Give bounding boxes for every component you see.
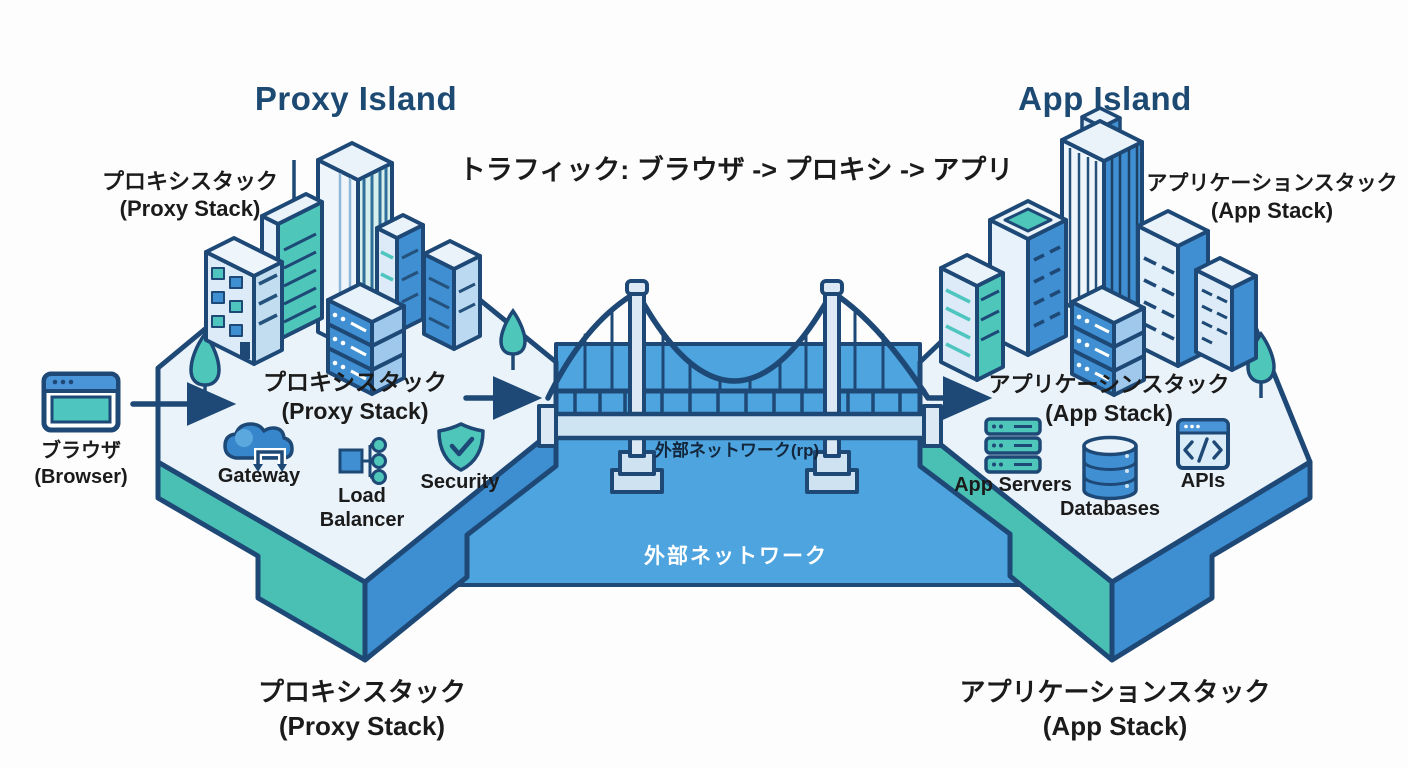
traffic-flow-arrows	[130, 376, 993, 426]
building-icon	[988, 199, 1068, 357]
apis-label: APIs	[1180, 470, 1226, 492]
server-stack-icon	[984, 417, 1042, 474]
proxy-stack-bottom-label: プロキシスタック (Proxy Stack)	[257, 677, 467, 741]
load-balancer-icon	[338, 437, 387, 485]
server-building-icon	[1070, 285, 1146, 397]
browser-label: ブラウザ (Browser)	[34, 440, 128, 488]
building-icon	[1194, 256, 1258, 372]
gateway-label: Gateway	[217, 465, 301, 487]
building-icon	[422, 239, 482, 351]
proxy-island-title: Proxy Island	[254, 80, 458, 117]
bridge-tower-left	[610, 279, 664, 494]
tree-icon	[499, 307, 527, 370]
database-icon	[1082, 435, 1138, 501]
databases-label: Databases	[1059, 498, 1161, 520]
proxy-island-landmass	[155, 297, 559, 663]
building-icon	[939, 253, 1005, 382]
server-building-icon	[326, 282, 406, 396]
app-stack-outer-label: アプリケーションスタック (App Stack)	[1146, 172, 1398, 223]
cloud-gateway-icon	[223, 422, 294, 472]
proxy-stack-buildings	[204, 141, 482, 396]
app-stack-inner-label: アプリケーシンスタック (App Stack)	[988, 372, 1230, 426]
bridge-network-label: 外部ネットワーク(rp)	[654, 441, 820, 460]
traffic-note: トラフィック: ブラウザ -> プロキシ -> アプリ	[458, 155, 1014, 185]
water-network-label: 外部ネットワーク	[644, 545, 828, 568]
security-label: Security	[420, 471, 500, 493]
app-stack-buildings	[939, 106, 1258, 397]
app-island-title: App Island	[1018, 80, 1192, 117]
app-servers-label: App Servers	[954, 474, 1072, 496]
app-stack-bottom-label: アプリケーションスタック (App Stack)	[959, 677, 1271, 741]
proxy-stack-outer-label: プロキシスタック (Proxy Stack)	[101, 169, 279, 221]
load-balancer-label: Load Balancer	[319, 485, 405, 531]
proxy-stack-inner-label: プロキシスタック (Proxy Stack)	[263, 369, 447, 424]
browser-window-icon	[41, 371, 121, 433]
suspension-bridge	[537, 279, 943, 494]
shield-check-icon	[437, 422, 485, 472]
building-icon	[1136, 209, 1210, 368]
code-window-icon	[1176, 418, 1230, 470]
building-icon	[204, 236, 284, 366]
